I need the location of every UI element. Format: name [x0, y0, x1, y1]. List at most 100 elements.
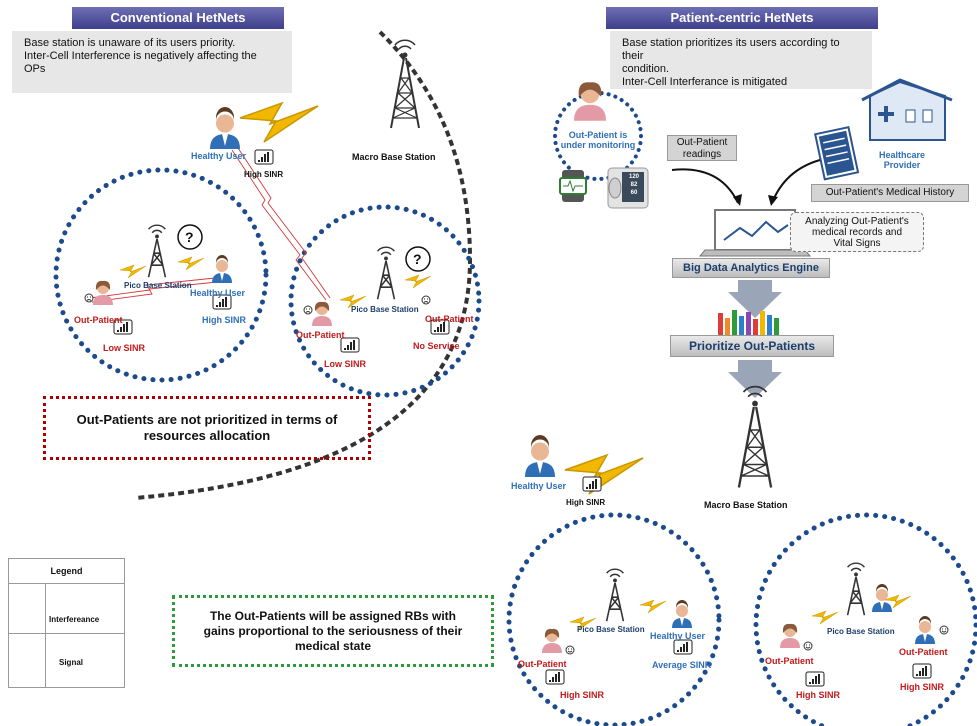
healthy-user-left-label: Healthy User [191, 151, 247, 161]
out-patient-d-right-icon [915, 616, 935, 644]
cell-d-boundary [753, 512, 977, 726]
signal-bolt [404, 274, 432, 289]
healthy-user-a-icon [212, 255, 232, 283]
signal-bolt-macro-right [564, 454, 644, 495]
monitor-label: Out-Patient is under monitoring [560, 130, 636, 150]
healthy-user-c-label: Healthy User [650, 631, 706, 641]
pico-label-b: Pico Base Station [351, 305, 419, 314]
macro-label-left: Macro Base Station [352, 152, 436, 162]
signal-bars-icon [673, 639, 693, 655]
signal-bars-icon [340, 337, 360, 353]
high-sinr-left-label: High SINR [244, 170, 284, 179]
left-note-line: Out-Patients are not prioritized in term… [76, 412, 338, 427]
healthy-user-c-icon [672, 600, 692, 628]
monitor-label-line: Out-Patient is [568, 130, 628, 140]
pico-tower-b [376, 246, 396, 300]
right-description-line: Inter-Cell Interferance is mitigated [622, 76, 788, 88]
right-note-line: The Out-Patients will be assigned RBs wi… [209, 608, 457, 623]
legend: Legend Interfereance Signal [8, 558, 125, 688]
low-sinr-a-label: Low SINR [103, 343, 145, 353]
left-note: Out-Patients are not prioritized in term… [43, 396, 371, 460]
out-patient-b-left-label: Out-Patient [296, 330, 345, 340]
out-patient-c-icon [542, 628, 562, 653]
out-patient-b-right-icon [872, 584, 892, 612]
pico-label-c: Pico Base Station [577, 625, 645, 634]
monitor-boundary [553, 91, 643, 181]
high-sinr-a-label: High SINR [202, 315, 246, 325]
flow-arrow-down [728, 280, 782, 318]
signal-bolt [639, 599, 667, 614]
bp-value: 60 [630, 190, 638, 196]
signal-bars-icon [912, 663, 932, 679]
pico-tower-a [147, 224, 167, 278]
sad-face-icon [421, 295, 431, 305]
macro-tower-right [737, 385, 773, 489]
bp-value: 82 [630, 182, 638, 188]
interference-lines [89, 147, 331, 303]
out-patient-c-label: Out-Patient [518, 659, 567, 669]
sad-face-icon [303, 305, 313, 315]
signal-bolt-macro-left [239, 102, 319, 143]
macro-label-right: Macro Base Station [704, 500, 788, 510]
legend-divider [9, 633, 124, 634]
flow-arrow-down [728, 360, 782, 398]
right-header: Patient-centric HetNets [606, 7, 878, 29]
no-service-label: No Service [413, 341, 460, 351]
legend-interference: Interfereance [49, 615, 100, 624]
cell-b-boundary [288, 204, 482, 398]
readings-box: Out-Patient readings [667, 135, 737, 161]
out-patient-d-left-label: Out-Patient [765, 656, 814, 666]
low-sinr-b-label: Low SINR [324, 359, 366, 369]
bp-readout: 120 82 60 [625, 173, 643, 197]
medical-document-icon [814, 126, 860, 181]
average-sinr-label: Average SINR [652, 660, 712, 670]
left-header: Conventional HetNets [72, 7, 284, 29]
separator-arc [134, 30, 473, 500]
legend-signal: Signal [59, 658, 84, 667]
high-sinr-c-label: High SINR [560, 690, 604, 700]
right-description: Base station prioritizes its users accor… [610, 31, 872, 89]
healthy-user-right-icon [525, 435, 555, 477]
data-bars-icon [718, 310, 779, 335]
high-sinr-d-right-label: High SINR [900, 682, 944, 692]
signal-bolt [119, 264, 147, 279]
sad-face-icon [84, 293, 94, 303]
provider-line: Healthcare [878, 150, 926, 160]
right-note-line: gains proportional to the seriousness of… [203, 623, 463, 638]
signal-bars-icon [254, 149, 274, 165]
right-description-line: Base station prioritizes its users accor… [622, 37, 840, 62]
readings-line: Out-Patient [676, 137, 728, 148]
hospital-icon [861, 78, 953, 141]
monitored-patient-icon [574, 82, 606, 121]
analyzing-line: Vital Signs [833, 238, 881, 249]
right-description-line: condition. [622, 63, 670, 75]
pico-tower-d [846, 562, 866, 616]
legend-title: Legend [9, 559, 124, 584]
smile-face-icon [803, 641, 813, 651]
readings-line: readings [682, 149, 722, 160]
right-note-line: medical state [294, 638, 372, 653]
question-mark-b: ? [413, 251, 422, 267]
smile-face-icon [565, 645, 575, 655]
high-sinr-d-left-label: High SINR [796, 690, 840, 700]
out-patient-a-label: Out-Patient [74, 315, 123, 325]
analyzing-box: Analyzing Out-Patient's medical records … [790, 212, 924, 252]
provider-label: Healthcare Provider [866, 150, 938, 170]
healthy-user-a-label: Healthy User [190, 288, 246, 298]
macro-tower-left [390, 39, 420, 129]
healthy-user-right-label: Healthy User [511, 481, 567, 491]
analytics-engine-box: Big Data Analytics Engine [672, 258, 830, 278]
signal-bolt [177, 256, 205, 271]
right-note: The Out-Patients will be assigned RBs wi… [172, 595, 494, 667]
left-note-line: resources allocation [143, 428, 271, 443]
pico-label-d: Pico Base Station [827, 627, 895, 636]
signal-bars-icon [582, 476, 602, 492]
cell-c-boundary [506, 512, 722, 726]
question-bubble-a [177, 224, 203, 250]
pico-label-a: Pico Base Station [124, 281, 192, 290]
medical-history-box: Out-Patient's Medical History [811, 184, 969, 202]
signal-bars-icon [545, 669, 565, 685]
legend-divider [45, 583, 46, 687]
left-description-line: Base station is unaware of its users pri… [24, 37, 236, 49]
